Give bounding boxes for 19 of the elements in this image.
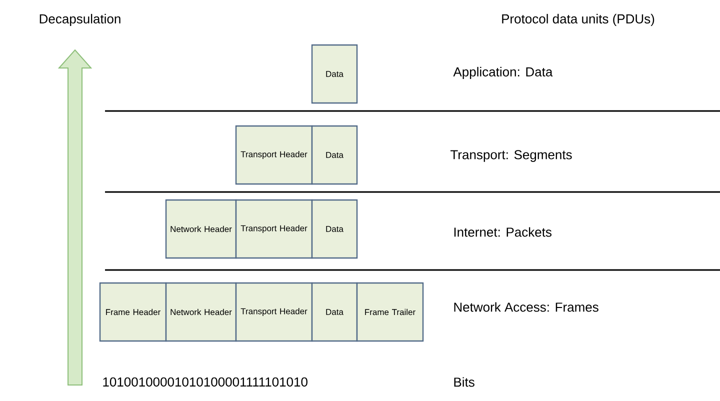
heading: Protocol data units (PDUs) [502,14,654,26]
layer-label: Application: Data [453,66,553,80]
header-box: Frame Trailer [356,282,424,342]
header-box: Transport Header [235,125,313,185]
header-box: Data [311,282,358,342]
header-box: Frame Header [99,282,167,342]
header-box: Data [311,199,358,259]
header-box: Network Header [165,199,237,259]
layer-label: Network Access: Frames [454,302,598,312]
layer-label: Bits [454,377,474,387]
bit-string: 10100100001010100001111101010 [103,377,308,387]
heading: Decapsulation [40,14,120,26]
header-box: Network Header [165,282,237,342]
header-box: Data [311,44,358,104]
layer-label: Transport: Segments [450,150,572,162]
layer-label: Internet: Packets [454,227,552,237]
header-box: Transport Header [235,282,313,342]
header-box: Transport Header [235,199,313,259]
header-box: Data [311,125,358,185]
